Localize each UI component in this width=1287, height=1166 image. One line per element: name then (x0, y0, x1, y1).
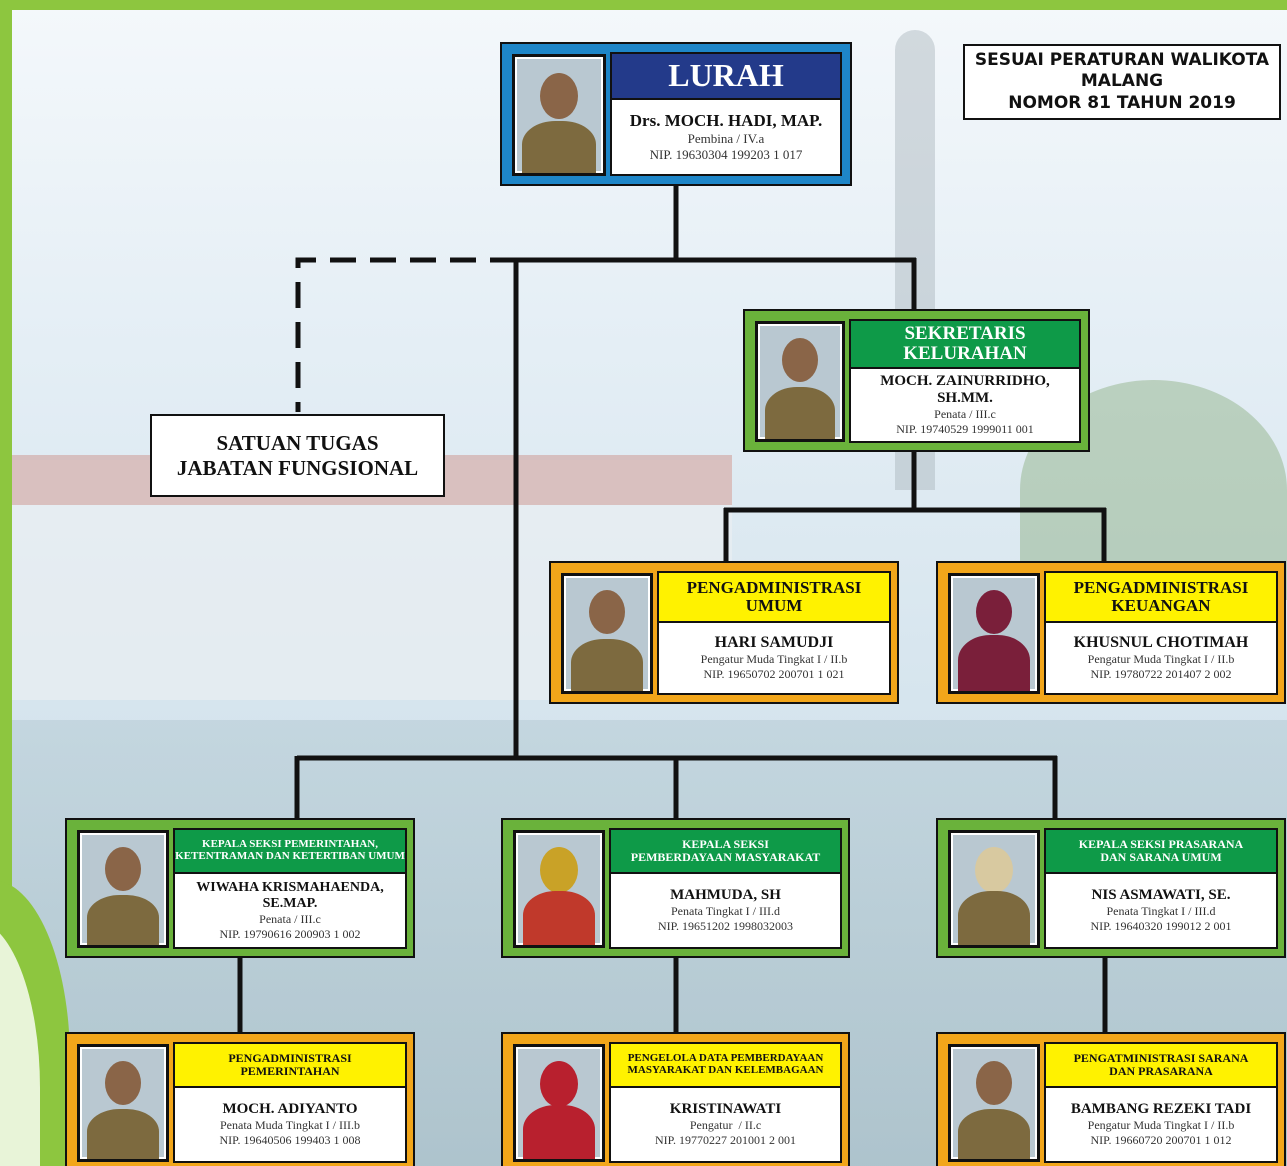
sekretaris-nip: NIP. 19740529 1999011 001 (896, 422, 1034, 436)
peng-umum-card: PENGADMINISTRASI UMUM HARI SAMUDJI Penga… (549, 561, 899, 704)
kasi-pemerintahan-rank: Penata / III.c (259, 911, 321, 926)
sekretaris-rank: Penata / III.c (934, 407, 996, 421)
kasi-prasarana-rank: Penata Tingkat I / III.d (1106, 904, 1216, 918)
lurah-card: LURAH Drs. MOCH. HADI, MAP. Pembina / IV… (500, 42, 852, 186)
regulation-box: SESUAI PERATURAN WALIKOTA MALANG NOMOR 8… (963, 44, 1281, 120)
peng-sarana-rank: Pengatur Muda Tingkat I / II.b (1087, 1118, 1235, 1132)
peng-pemerintahan-title1: PENGADMINISTRASI (228, 1051, 352, 1066)
sekretaris-title: SEKRETARIS KELURAHAN (851, 321, 1079, 369)
peng-umum-nip: NIP. 19650702 200701 1 021 (703, 667, 845, 681)
sekretaris-card: SEKRETARIS KELURAHAN MOCH. ZAINURRIDHO, … (743, 309, 1090, 452)
peng-pemerintahan-name: MOCH. ADIYANTO (222, 1101, 358, 1117)
peng-pemerintahan-rank: Penata Muda Tingkat I / III.b (220, 1118, 360, 1132)
peng-umum-rank: Pengatur Muda Tingkat I / II.b (700, 652, 848, 666)
lurah-name: Drs. MOCH. HADI, MAP. (629, 111, 823, 130)
kasi-pemberdayaan-name: MAHMUDA, SH (670, 887, 781, 903)
satgas-box: SATUAN TUGAS JABATAN FUNGSIONAL (150, 414, 445, 497)
peng-sarana-nip: NIP. 19660720 200701 1 012 (1090, 1133, 1232, 1147)
pengelola-data-info: PENGELOLA DATA PEMBERDAYAAN MASYARAKAT D… (609, 1042, 842, 1163)
peng-keuangan-card: PENGADMINISTRASI KEUANGAN KHUSNUL CHOTIM… (936, 561, 1286, 704)
peng-keuangan-title1: PENGADMINISTRASI (1073, 578, 1249, 598)
peng-keuangan-title2: KEUANGAN (1111, 596, 1211, 615)
sekretaris-photo (755, 321, 845, 442)
peng-sarana-info: PENGATMINISTRASI SARANA DAN PRASARANA BA… (1044, 1042, 1278, 1163)
satgas-line1: SATUAN TUGAS (216, 431, 379, 456)
kasi-prasarana-photo (948, 830, 1040, 948)
kasi-pemberdayaan-rank: Penata Tingkat I / III.d (671, 904, 780, 918)
top-accent-bar (0, 0, 1287, 10)
pengelola-data-nip: NIP. 19770227 201001 2 001 (654, 1133, 796, 1147)
peng-sarana-photo (948, 1044, 1040, 1162)
peng-keuangan-photo (948, 573, 1040, 694)
kasi-pemberdayaan-card: KEPALA SEKSI PEMBERDAYAAN MASYARAKAT MAH… (501, 818, 850, 958)
peng-sarana-name: BAMBANG REZEKI TADI (1070, 1101, 1252, 1117)
pengelola-data-card: PENGELOLA DATA PEMBERDAYAAN MASYARAKAT D… (501, 1032, 850, 1166)
connector-satgas-dashed (295, 257, 516, 412)
peng-pemerintahan-info: PENGADMINISTRASI PEMERINTAHAN MOCH. ADIY… (173, 1042, 407, 1163)
left-accent-bar (0, 0, 12, 900)
satgas-line2: JABATAN FUNGSIONAL (176, 455, 419, 480)
peng-sarana-title1: PENGATMINISTRASI SARANA (1073, 1051, 1249, 1066)
kasi-pemerintahan-info: KEPALA SEKSI PEMERINTAHAN, KETENTRAMAN D… (173, 828, 407, 949)
peng-pemerintahan-title2: PEMERINTAHAN (240, 1064, 340, 1078)
kasi-pemerintahan-photo (77, 830, 169, 948)
kasi-prasarana-card: KEPALA SEKSI PRASARANA DAN SARANA UMUM N… (936, 818, 1286, 958)
peng-keuangan-nip: NIP. 19780722 201407 2 002 (1090, 667, 1232, 681)
peng-keuangan-rank: Pengatur Muda Tingkat I / II.b (1087, 652, 1235, 666)
regulation-line1: SESUAI PERATURAN WALIKOTA MALANG (974, 50, 1270, 92)
kasi-pemerintahan-nip: NIP. 19790616 200903 1 002 (219, 926, 361, 941)
kasi-pemberdayaan-photo (513, 830, 605, 948)
pengelola-data-title1: PENGELOLA DATA PEMBERDAYAAN (627, 1052, 824, 1065)
kasi-pemerintahan-name: WIWAHA KRISMAHAENDA, SE.MAP. (196, 879, 384, 911)
pengelola-data-name: KRISTINAWATI (669, 1101, 782, 1117)
pengelola-data-rank: Pengatur / II.c (689, 1118, 762, 1132)
peng-umum-title2: UMUM (745, 596, 803, 615)
lurah-title: LURAH (612, 54, 840, 100)
lurah-photo (512, 54, 606, 176)
kasi-pemerintahan-title2: KETENTRAMAN DAN KETERTIBAN UMUM (175, 850, 405, 862)
pengelola-data-photo (513, 1044, 605, 1162)
lurah-info: LURAH Drs. MOCH. HADI, MAP. Pembina / IV… (610, 52, 842, 176)
kasi-pemerintahan-card: KEPALA SEKSI PEMERINTAHAN, KETENTRAMAN D… (65, 818, 415, 958)
kasi-prasarana-title1: KEPALA SEKSI PRASARANA (1078, 837, 1244, 852)
kasi-pemerintahan-title1: KEPALA SEKSI PEMERINTAHAN, (202, 838, 378, 851)
lurah-rank: Pembina / IV.a (687, 131, 765, 146)
kasi-prasarana-title2: DAN SARANA UMUM (1100, 850, 1222, 864)
peng-pemerintahan-card: PENGADMINISTRASI PEMERINTAHAN MOCH. ADIY… (65, 1032, 415, 1166)
sekretaris-info: SEKRETARIS KELURAHAN MOCH. ZAINURRIDHO, … (849, 319, 1081, 443)
kasi-prasarana-info: KEPALA SEKSI PRASARANA DAN SARANA UMUM N… (1044, 828, 1278, 949)
kasi-pemberdayaan-title2: PEMBERDAYAAN MASYARAKAT (630, 850, 821, 864)
peng-umum-photo (561, 573, 653, 694)
peng-umum-name: HARI SAMUDJI (714, 634, 834, 651)
kasi-pemberdayaan-nip: NIP. 19651202 1998032003 (657, 919, 793, 933)
kasi-pemberdayaan-title1: KEPALA SEKSI (682, 837, 769, 852)
peng-sarana-title2: DAN PRASARANA (1109, 1064, 1213, 1078)
peng-umum-title1: PENGADMINISTRASI (686, 578, 862, 598)
pengelola-data-title2: MASYARAKAT DAN KELEMBAGAAN (627, 1064, 824, 1076)
peng-keuangan-name: KHUSNUL CHOTIMAH (1073, 634, 1249, 651)
regulation-line2: NOMOR 81 TAHUN 2019 (1008, 92, 1236, 113)
peng-pemerintahan-nip: NIP. 19640506 199403 1 008 (219, 1133, 361, 1147)
peng-pemerintahan-photo (77, 1044, 169, 1162)
peng-sarana-card: PENGATMINISTRASI SARANA DAN PRASARANA BA… (936, 1032, 1286, 1166)
lurah-nip: NIP. 19630304 199203 1 017 (649, 147, 803, 162)
peng-keuangan-info: PENGADMINISTRASI KEUANGAN KHUSNUL CHOTIM… (1044, 571, 1278, 695)
kasi-prasarana-name: NIS ASMAWATI, SE. (1091, 887, 1231, 903)
kasi-prasarana-nip: NIP. 19640320 199012 2 001 (1090, 919, 1232, 933)
kasi-pemberdayaan-info: KEPALA SEKSI PEMBERDAYAAN MASYARAKAT MAH… (609, 828, 842, 949)
sekretaris-name: MOCH. ZAINURRIDHO, SH.MM. (880, 373, 1050, 406)
peng-umum-info: PENGADMINISTRASI UMUM HARI SAMUDJI Penga… (657, 571, 891, 695)
